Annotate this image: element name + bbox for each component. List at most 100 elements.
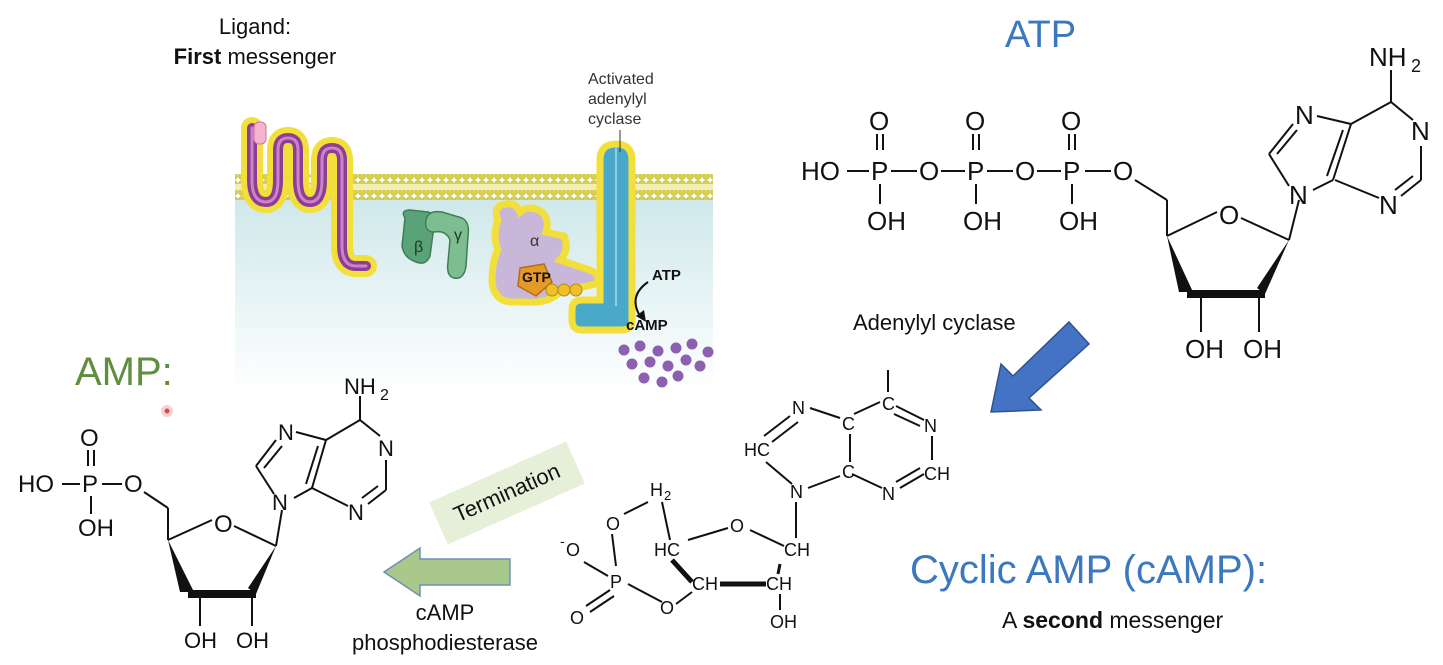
ligand-label: Ligand: First messenger: [150, 12, 360, 72]
ligand-molecule: [253, 121, 267, 145]
svg-text:OH: OH: [1185, 334, 1224, 364]
camp-molecules: [618, 338, 714, 388]
svg-text:O: O: [869, 106, 889, 136]
amp-adenine: N N NH 2 N N: [255, 374, 394, 525]
svg-text:P: P: [610, 572, 622, 592]
svg-text:2: 2: [664, 488, 671, 503]
pde-line1: cAMP: [415, 600, 475, 625]
svg-text:CH: CH: [766, 574, 792, 594]
camp-ribose-phosphate: CH O HC CH CH OH H 2 O P O O - O: [560, 480, 810, 632]
svg-text:N: N: [792, 398, 805, 418]
amp-ribose: O OH OH: [167, 508, 283, 653]
svg-text:OH: OH: [963, 206, 1002, 236]
svg-text:O: O: [606, 514, 620, 534]
pointer-dot: [161, 405, 173, 417]
svg-text:OH: OH: [1059, 206, 1098, 236]
g-alpha-subunit: α GTP: [488, 200, 602, 306]
svg-text:OH: OH: [1243, 334, 1282, 364]
pde-arrow: [382, 546, 511, 598]
svg-text:H: H: [650, 480, 663, 500]
svg-text:O: O: [1015, 156, 1035, 186]
svg-text:NH: NH: [344, 374, 376, 399]
svg-text:P: P: [967, 156, 984, 186]
svg-text:OH: OH: [184, 628, 217, 653]
svg-text:O: O: [570, 608, 584, 628]
svg-text:OH: OH: [78, 515, 114, 542]
cell-signaling-illustration: β γ α GTP Activated adenylyl cyclase ATP…: [235, 71, 714, 393]
ligand-rest: messenger: [221, 44, 337, 69]
atp-adenine: N N NH 2 N N: [1268, 42, 1430, 220]
cytoplasm: [235, 198, 713, 393]
camp-adenine: C N CH N C C N HC N: [744, 370, 950, 538]
adenylyl-cyclase: [568, 140, 636, 334]
svg-text:C: C: [842, 414, 855, 434]
svg-text:OH: OH: [236, 628, 269, 653]
membrane-bottom-leaflet: [235, 190, 713, 200]
pde-line2: phosphodiesterase: [352, 630, 538, 655]
svg-text:N: N: [272, 490, 288, 515]
svg-text:O: O: [124, 471, 143, 498]
gamma-label: γ: [454, 227, 462, 244]
svg-text:N: N: [924, 416, 937, 436]
cell-atp-label: ATP: [652, 267, 681, 284]
adenylyl-cyclase-arrow: [990, 320, 1091, 413]
svg-text:O: O: [214, 511, 233, 538]
svg-text:CH: CH: [924, 464, 950, 484]
svg-text:N: N: [1411, 116, 1430, 146]
svg-text:N: N: [1295, 100, 1314, 130]
svg-text:N: N: [348, 500, 364, 525]
svg-text:C: C: [882, 394, 895, 414]
svg-text:N: N: [1379, 190, 1398, 220]
adenylyl-cyclase-label: Adenylyl cyclase: [853, 310, 1016, 335]
activated-label-line2: adenylyl: [588, 91, 647, 108]
activated-label-line1: Activated: [588, 71, 654, 88]
activated-label-line3: cyclase: [588, 111, 641, 128]
beta-gamma-subunits: β γ: [401, 209, 470, 279]
svg-text:-: -: [560, 533, 565, 549]
svg-text:HO: HO: [801, 156, 840, 186]
svg-text:N: N: [1289, 180, 1308, 210]
second-messenger-label: A second messenger: [1002, 607, 1224, 633]
termination-label: Termination: [449, 457, 564, 528]
ligand-bold-word: First: [173, 44, 222, 69]
svg-text:O: O: [730, 516, 744, 536]
svg-text:HO: HO: [18, 471, 54, 498]
svg-text:O: O: [660, 598, 674, 618]
svg-text:O: O: [965, 106, 985, 136]
svg-text:N: N: [278, 420, 294, 445]
svg-text:CH: CH: [784, 540, 810, 560]
svg-text:N: N: [790, 482, 803, 502]
svg-text:N: N: [882, 484, 895, 504]
svg-text:O: O: [1219, 200, 1239, 230]
svg-text:HC: HC: [654, 540, 680, 560]
amp-title: AMP:: [75, 350, 173, 394]
svg-text:O: O: [566, 540, 580, 560]
gtp-label: GTP: [522, 269, 551, 285]
svg-text:OH: OH: [770, 612, 797, 632]
svg-text:P: P: [1063, 156, 1080, 186]
svg-text:O: O: [919, 156, 939, 186]
atp-camp-arrowhead: [636, 310, 646, 322]
svg-text:O: O: [80, 425, 99, 452]
amp-phosphate: HO P O OH O: [18, 425, 169, 542]
beta-label: β: [414, 239, 423, 256]
atp-structure: HO P O OH O P O OH O P O OH O O: [801, 42, 1430, 364]
atp-title: ATP: [1005, 14, 1077, 56]
second-bold-word: second: [1022, 607, 1103, 633]
gtp-molecule: [517, 263, 553, 297]
svg-text:C: C: [842, 462, 855, 482]
pde-label: cAMP phosphodiesterase: [330, 598, 560, 658]
svg-text:N: N: [378, 436, 394, 461]
camp-structure: C N CH N C C N HC N CH O HC CH CH OH: [560, 370, 950, 632]
svg-text:CH: CH: [692, 574, 718, 594]
svg-text:2: 2: [1411, 56, 1421, 76]
svg-text:P: P: [871, 156, 888, 186]
phosphate-1: [545, 283, 559, 297]
svg-text:P: P: [82, 471, 98, 498]
alpha-label: α: [530, 233, 539, 250]
phosphate-3: [569, 283, 583, 297]
atp-ribose: O OH OH: [1166, 199, 1300, 364]
ligand-line1: Ligand:: [218, 14, 292, 39]
gpcr-receptor: [241, 117, 377, 277]
membrane-top-leaflet: [235, 174, 713, 184]
